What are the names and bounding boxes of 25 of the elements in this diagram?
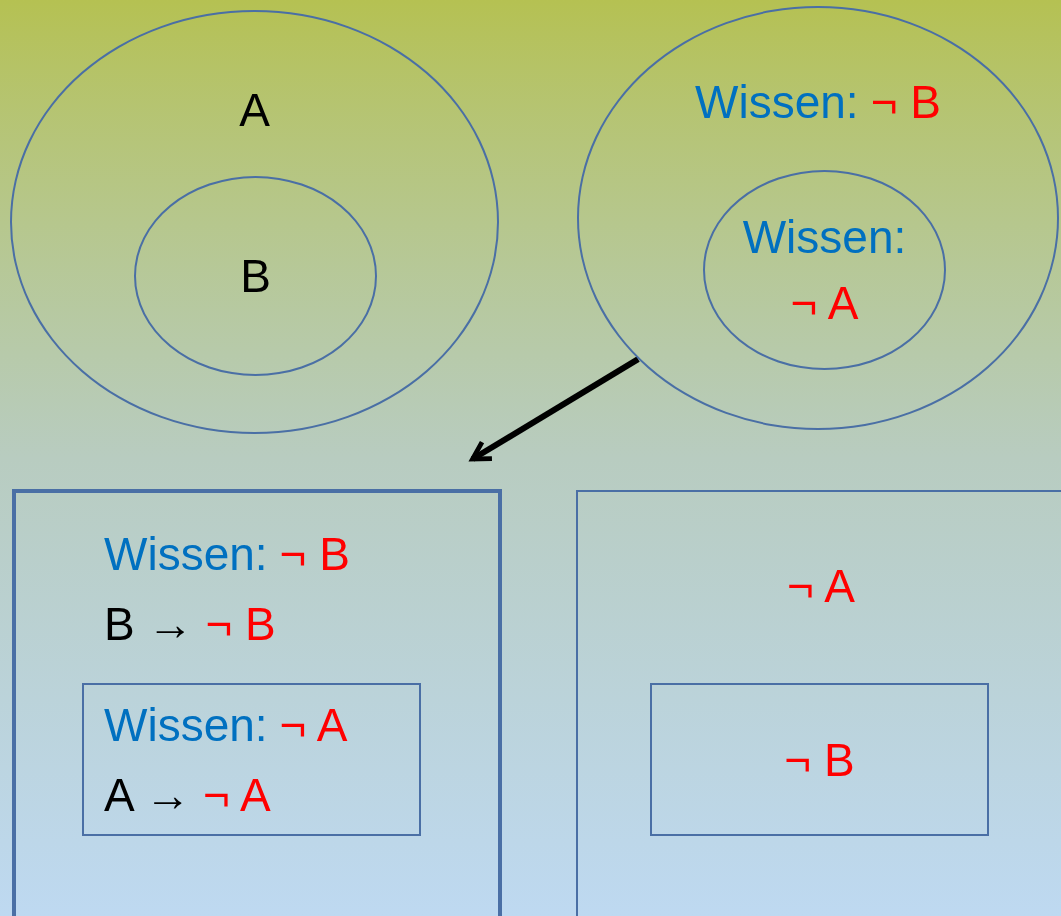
formula-text: ¬ B bbox=[784, 733, 855, 786]
rectangle-box bbox=[650, 683, 989, 836]
formula-text: ¬ A bbox=[790, 277, 859, 329]
formula-text: A bbox=[239, 84, 270, 136]
formula-text: ¬ B bbox=[870, 76, 941, 128]
rectangle-box bbox=[82, 683, 421, 836]
formula-text: ¬ A bbox=[787, 560, 855, 612]
formula-text: A → bbox=[104, 769, 191, 821]
formula-text: B → bbox=[104, 598, 194, 650]
formula-text: Wissen: bbox=[104, 528, 268, 580]
ellipse bbox=[134, 176, 377, 376]
rectangle-box bbox=[576, 490, 1061, 916]
formula-text: B bbox=[240, 250, 271, 302]
formula-text: Wissen: bbox=[695, 76, 859, 128]
rectangle-box bbox=[12, 489, 502, 916]
formula-text: ¬ A bbox=[279, 699, 348, 751]
ellipse bbox=[10, 10, 499, 434]
formula-text: Wissen: bbox=[742, 211, 907, 263]
formula-text: Wissen: bbox=[104, 699, 268, 751]
formula-text: ¬ B bbox=[205, 598, 276, 650]
ellipse bbox=[577, 6, 1059, 430]
ellipse bbox=[703, 170, 946, 370]
formula-text: ¬ B bbox=[279, 528, 350, 580]
arrow bbox=[470, 356, 640, 462]
formula-text: ¬ A bbox=[202, 769, 271, 821]
